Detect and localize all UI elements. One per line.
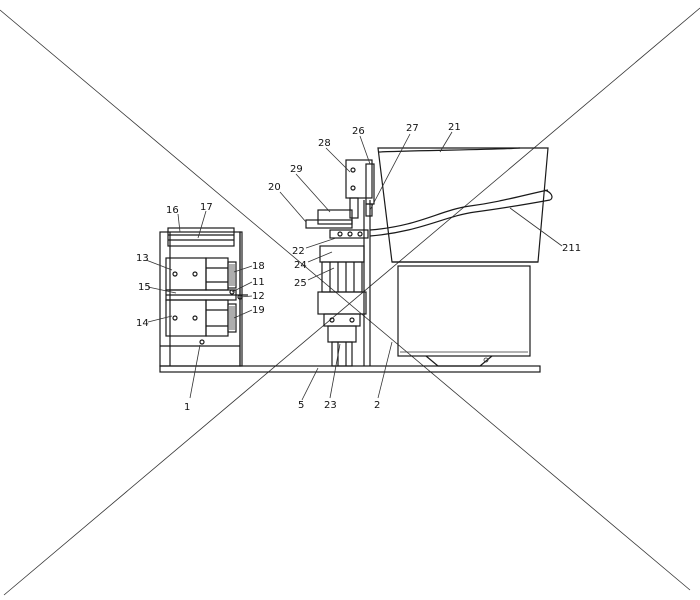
label-20: 20 [268, 182, 281, 193]
label-22: 22 [292, 246, 305, 257]
middle-connector [165, 289, 248, 301]
label-2: 2 [374, 400, 380, 411]
label-28: 28 [318, 138, 331, 149]
label-18: 18 [252, 261, 265, 272]
label-13: 13 [136, 253, 149, 264]
feed-track [369, 189, 553, 237]
label-5: 5 [298, 400, 304, 411]
cross-lines [0, 7, 700, 596]
label-19: 19 [252, 305, 265, 316]
label-14: 14 [136, 318, 149, 329]
label-29: 29 [290, 164, 303, 175]
part-labels: 16 17 13 15 14 18 11 12 19 1 5 23 2 20 2… [136, 122, 581, 413]
label-16: 16 [166, 205, 179, 216]
label-24: 24 [294, 260, 307, 271]
label-11: 11 [252, 277, 265, 288]
gripper-assembly [305, 159, 375, 239]
lower-clamp-module [165, 299, 237, 345]
label-211: 211 [562, 243, 581, 254]
label-27: 27 [406, 123, 419, 134]
label-12: 12 [252, 291, 265, 302]
left-frame [159, 227, 243, 367]
label-17: 17 [200, 202, 213, 213]
label-25: 25 [294, 278, 307, 289]
upper-clamp-module [165, 257, 237, 291]
label-1: 1 [184, 402, 190, 413]
label-26: 26 [352, 126, 365, 137]
label-15: 15 [138, 282, 151, 293]
leader-lines [145, 131, 563, 401]
central-column [317, 245, 367, 367]
label-21: 21 [448, 122, 461, 133]
feeder-bowl [377, 147, 549, 367]
label-23: 23 [324, 400, 337, 411]
base-plate [159, 365, 541, 373]
support-post [363, 200, 371, 366]
